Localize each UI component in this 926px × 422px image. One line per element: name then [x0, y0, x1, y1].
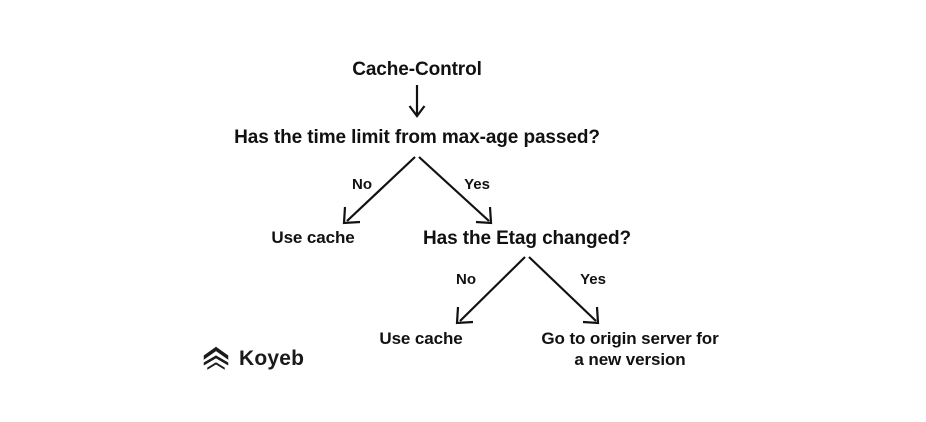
- arrowhead-q1-to-usecache: [342, 206, 361, 225]
- arrowhead-root-to-q1: [408, 105, 426, 118]
- edge-q2-to-usecache: [459, 256, 526, 322]
- edge-label-yes-2: Yes: [580, 271, 606, 288]
- node-question-etag: Has the Etag changed?: [423, 228, 631, 249]
- arrowhead-q1-to-q2: [475, 206, 493, 225]
- node-use-cache-2: Use cache: [379, 329, 463, 348]
- edge-label-no-2: No: [456, 271, 476, 288]
- edge-q1-to-q2: [418, 156, 490, 222]
- node-go-to-origin-line-2: a new version: [574, 349, 686, 369]
- node-cache-control: Cache-Control: [352, 59, 482, 80]
- node-go-to-origin-line-1: Go to origin server for: [541, 329, 719, 348]
- arrowhead-q2-to-usecache: [455, 306, 474, 325]
- edge-q2-to-origin: [528, 256, 597, 322]
- node-go-to-origin-server: Go to origin server for a new version: [541, 329, 718, 370]
- node-use-cache-1: Use cache: [271, 228, 355, 247]
- node-question-max-age: Has the time limit from max-age passed?: [234, 127, 600, 148]
- koyeb-logo: Koyeb: [202, 344, 304, 372]
- koyeb-wordmark: Koyeb: [239, 346, 305, 370]
- edge-label-no-1: No: [352, 176, 372, 193]
- koyeb-chevrons-icon: [203, 346, 229, 370]
- edge-label-yes-1: Yes: [464, 176, 490, 193]
- arrowhead-q2-to-origin: [582, 306, 600, 325]
- edge-q1-to-usecache: [346, 156, 416, 222]
